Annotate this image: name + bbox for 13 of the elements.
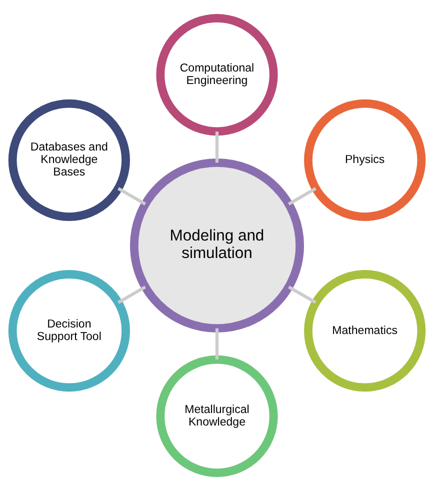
node-circle: Databases and Knowledge Bases: [8, 99, 130, 221]
connector: [215, 328, 219, 360]
connector: [215, 132, 219, 163]
node-circle: Metallurgical Knowledge: [156, 355, 278, 477]
node-circle: Physics: [304, 99, 426, 221]
node-circle: Modeling and simulation: [130, 158, 304, 332]
connector: [118, 187, 146, 206]
node-circle: Computational Engineering: [156, 14, 278, 136]
node-circle: Decision Support Tool: [8, 270, 130, 392]
node-circle: Mathematics: [304, 270, 426, 392]
connector: [118, 286, 146, 304]
connector: [288, 187, 316, 206]
connector: [288, 286, 316, 304]
